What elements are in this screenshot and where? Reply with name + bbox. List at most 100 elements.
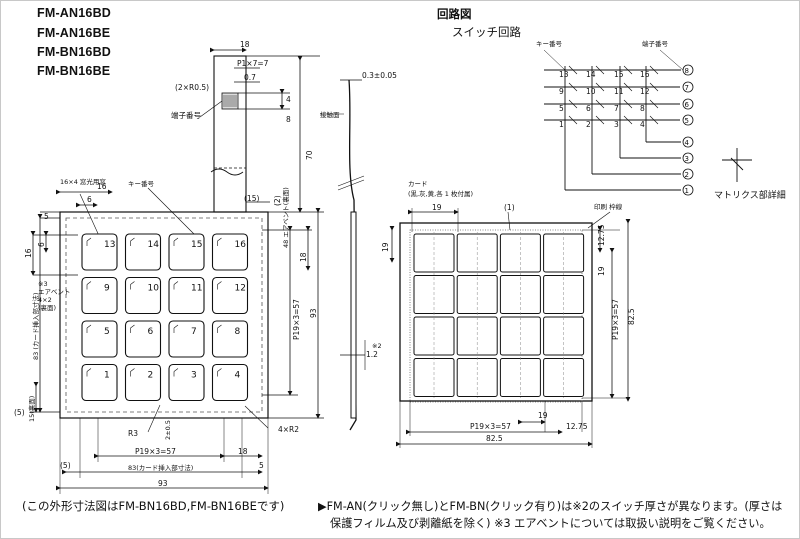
dim-text: 19 bbox=[538, 411, 548, 420]
terminal-number: 2 bbox=[685, 171, 689, 179]
circuit-title: 回路図 bbox=[437, 7, 472, 21]
key-number-header: キー番号 bbox=[536, 40, 563, 48]
key-corner-mark bbox=[86, 324, 92, 333]
model-name: FM-AN16BE bbox=[37, 26, 111, 40]
dim-text: 93 bbox=[158, 479, 168, 488]
terminal-number-label: 端子番号 bbox=[171, 110, 201, 120]
dim-text: 5 bbox=[44, 212, 49, 221]
dim-text: 83(カード挿入部寸法) bbox=[128, 463, 193, 472]
dim-text: (5) bbox=[60, 461, 71, 470]
dim-text: 0.7 bbox=[244, 73, 256, 82]
key-pad bbox=[124, 363, 162, 402]
terminal-number-header: 端子番号 bbox=[642, 39, 669, 48]
key-pad bbox=[211, 276, 249, 315]
key-corner-mark bbox=[86, 368, 92, 377]
dim-text: 93 bbox=[309, 308, 318, 318]
dim-text: 15(裏面) bbox=[27, 396, 36, 422]
key-corner-mark bbox=[173, 368, 179, 377]
dim-text: 1.2 bbox=[366, 350, 378, 359]
dim-text: 18 bbox=[238, 447, 248, 456]
circuit-key-number: 5 bbox=[559, 104, 564, 113]
key-number: 6 bbox=[148, 327, 154, 337]
key-pad bbox=[211, 363, 249, 402]
key-corner-mark bbox=[130, 237, 135, 246]
terminal-circle bbox=[682, 114, 694, 126]
key-corner-mark bbox=[173, 237, 179, 246]
dim-text: 16 bbox=[24, 248, 33, 258]
dim-text: 12.75 bbox=[566, 422, 588, 431]
circuit-diagram bbox=[543, 49, 752, 191]
dim-text: 12.75 bbox=[597, 224, 606, 246]
terminal-number: 4 bbox=[685, 139, 690, 147]
dim-text: (2×R0.5) bbox=[175, 83, 209, 92]
circuit-key-number: 7 bbox=[614, 104, 619, 113]
footer-note-right-2: 保護フィルム及び剥離紙を除く) ※3 エアベントについては取扱い説明をご覧くださ… bbox=[330, 517, 771, 530]
dim-text: 6 bbox=[87, 195, 92, 204]
circuit-subtitle: スイッチ回路 bbox=[452, 25, 521, 39]
circuit-key-number: 11 bbox=[614, 87, 624, 96]
dim-text: 4 bbox=[286, 95, 291, 104]
key-number: 7 bbox=[191, 327, 197, 337]
key-number: 9 bbox=[104, 284, 110, 294]
circuit-key-number: 10 bbox=[586, 87, 596, 96]
key-pad bbox=[81, 276, 118, 315]
dim-text: 82.5 bbox=[486, 434, 503, 443]
terminal-circle bbox=[682, 168, 694, 180]
key-number: 16 bbox=[235, 240, 247, 250]
key-number: 15 bbox=[191, 240, 202, 250]
key-pad bbox=[81, 233, 118, 271]
card-grid bbox=[413, 232, 585, 398]
circuit-key-number: 13 bbox=[559, 70, 569, 79]
key-corner-mark bbox=[173, 281, 179, 290]
dim-text: 8 bbox=[286, 115, 291, 124]
window-label: 16×4 窓光用窓 bbox=[60, 177, 106, 186]
key-pad bbox=[211, 233, 249, 271]
terminal-circle bbox=[682, 152, 694, 164]
dim-text: P19×3=57 bbox=[292, 299, 301, 340]
key-number: 11 bbox=[191, 284, 202, 294]
key-corner-mark bbox=[86, 281, 92, 290]
key-corner-mark bbox=[130, 281, 135, 290]
dim-text: 0.3±0.05 bbox=[362, 71, 397, 80]
terminal-number: 5 bbox=[685, 117, 689, 125]
model-name: FM-BN16BD bbox=[37, 45, 112, 59]
circuit-key-number: 12 bbox=[640, 87, 650, 96]
terminal-number: 3 bbox=[685, 155, 689, 163]
dim-text: 19 bbox=[432, 203, 442, 212]
key-number: 12 bbox=[235, 284, 246, 294]
dim-text: 82.5 bbox=[627, 308, 636, 325]
terminal-circle bbox=[682, 98, 694, 110]
side-view bbox=[320, 79, 366, 431]
key-corner-mark bbox=[130, 368, 135, 377]
dim-text: (1) bbox=[504, 203, 515, 212]
terminal-number: 1 bbox=[685, 187, 689, 195]
dim-text: (2) bbox=[273, 195, 282, 206]
model-name: FM-BN16BE bbox=[37, 64, 111, 78]
key-pad bbox=[124, 233, 162, 271]
key-number: 1 bbox=[104, 371, 110, 381]
circuit-key-number: 4 bbox=[640, 120, 645, 129]
dim-text: P1×7=7 bbox=[237, 59, 269, 68]
circuit-key-number: 2 bbox=[586, 120, 591, 129]
key-pad bbox=[168, 363, 205, 402]
key-number: 3 bbox=[191, 371, 197, 381]
key-corner-mark bbox=[173, 324, 179, 333]
dim-text: P19×3=57 bbox=[470, 422, 511, 431]
contact-surface-label: 接触面 bbox=[320, 110, 340, 119]
key-number-label: キー番号 bbox=[128, 180, 155, 188]
circuit-key-number: 8 bbox=[640, 104, 645, 113]
dim-text: 70 bbox=[305, 150, 314, 160]
key-pad bbox=[168, 276, 205, 315]
key-corner-mark bbox=[217, 281, 222, 290]
circuit-key-number: 16 bbox=[640, 70, 650, 79]
key-number: 5 bbox=[104, 327, 110, 337]
dim-text: (15) bbox=[244, 194, 259, 203]
dim-text: 16 bbox=[97, 182, 107, 191]
dim-text: 83 (カード挿入部寸法) bbox=[31, 293, 40, 360]
dim-text: 4×R2 bbox=[278, 425, 299, 434]
footer-note-left: (この外形寸法図はFM-BN16BD,FM-BN16BEです) bbox=[22, 499, 285, 513]
key-number: 8 bbox=[235, 327, 241, 337]
dim-text: 19 bbox=[381, 242, 390, 252]
